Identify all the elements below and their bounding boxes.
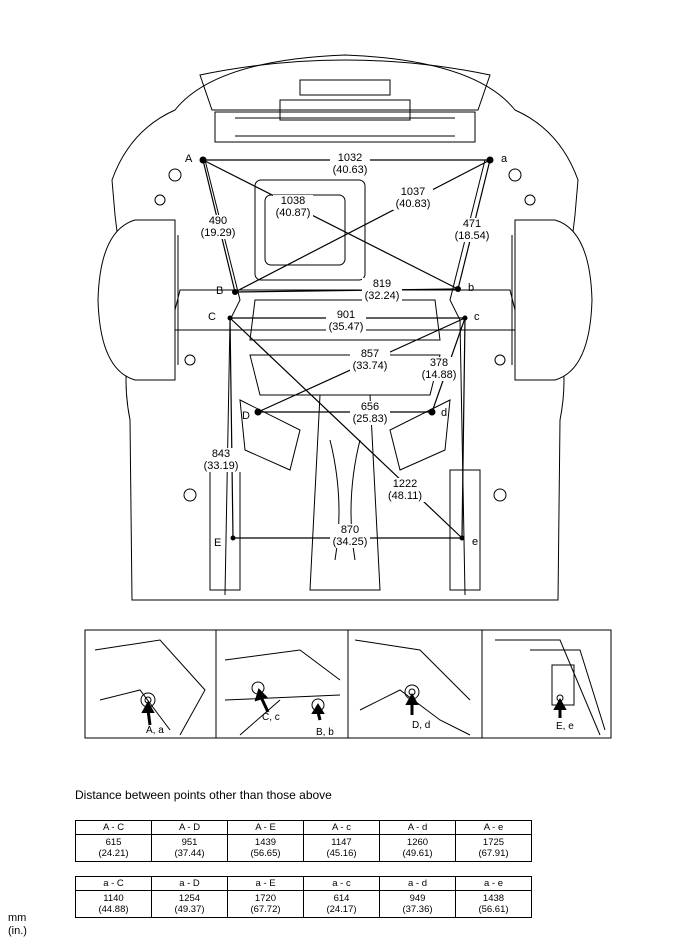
table-header-cell: a - D [151, 876, 228, 891]
unit-mm: mm [8, 912, 27, 924]
front-bumper [199, 59, 491, 111]
table-value-cell: 951(37.44) [151, 834, 228, 862]
distance-table-upper: A - C A - D A - E A - c A - d A - e 615(… [75, 820, 532, 862]
table-header-cell: a - e [455, 876, 532, 891]
table-header-cell: A - e [455, 820, 532, 835]
table-value-cell: 1725(67.91) [455, 834, 532, 862]
front-wheel-right [514, 219, 593, 381]
table-value-cell: 1140(44.88) [75, 890, 152, 918]
point-label-B: B [216, 285, 224, 297]
table-value-cell: 614(24.17) [303, 890, 380, 918]
lower-arm-right [389, 399, 451, 471]
front-wheel-left [97, 219, 176, 381]
measurement-label: 1032(40.63) [330, 152, 370, 176]
unit-in: (in.) [8, 925, 27, 937]
measurement-label: 901(35.47) [326, 309, 366, 333]
measurement-label: 378(14.88) [419, 357, 459, 381]
table-value-cell: 1254(49.37) [151, 890, 228, 918]
measurement-label: 656(25.83) [350, 401, 390, 425]
lower-arm-left [239, 399, 301, 471]
measurement-label: 1037(40.83) [393, 186, 433, 210]
point-label-a: a [501, 153, 508, 165]
point-label-e: e [472, 536, 479, 548]
measurement-label: 843(33.19) [201, 448, 241, 472]
table-header-cell: A - D [151, 820, 228, 835]
table-value-cell: 949(37.36) [379, 890, 456, 918]
table-header-cell: A - C [75, 820, 152, 835]
point-label-D: D [242, 410, 250, 422]
measurement-label: 857(33.74) [350, 348, 390, 372]
table-header-cell: A - c [303, 820, 380, 835]
table-header-cell: A - E [227, 820, 304, 835]
measurement-label: 471(18.54) [452, 218, 492, 242]
unit-legend: mm (in.) [8, 912, 27, 938]
point-label-c: c [474, 311, 480, 323]
table-value-cell: 1720(67.72) [227, 890, 304, 918]
point-label-A: A [185, 153, 193, 165]
distance-table-lower: a - C a - D a - E a - c a - d a - e 1140… [75, 876, 532, 918]
table-value-cell: 615(24.21) [75, 834, 152, 862]
point-label-C: C [208, 311, 216, 323]
table-value-cell: 1438(56.61) [455, 890, 532, 918]
radiator-support [214, 111, 476, 143]
inset-caption: E, e [556, 721, 574, 732]
exhaust-tunnel [309, 394, 381, 591]
table-value-cell: 1147(45.16) [303, 834, 380, 862]
table-header-cell: a - C [75, 876, 152, 891]
table-header-cell: a - d [379, 876, 456, 891]
table-value-cell: 1439(56.65) [227, 834, 304, 862]
measurement-label: 1038(40.87) [273, 195, 313, 219]
table-header-cell: a - c [303, 876, 380, 891]
measurement-label: 490(19.29) [198, 215, 238, 239]
table-value-cell: 1260(49.61) [379, 834, 456, 862]
table-header-cell: a - E [227, 876, 304, 891]
point-label-E: E [214, 537, 222, 549]
inset-caption: C, c [262, 712, 280, 723]
oil-pan [254, 179, 366, 281]
table-caption: Distance between points other than those… [75, 788, 332, 802]
measurement-label: 1222(48.11) [385, 478, 425, 502]
measurement-label: 819(32.24) [362, 278, 402, 302]
point-label-b: b [468, 282, 475, 294]
measurement-label: 870(34.25) [330, 524, 370, 548]
point-label-d: d [441, 407, 448, 419]
table-header-cell: A - d [379, 820, 456, 835]
inset-caption: B, b [316, 727, 334, 738]
inset-caption: D, d [412, 720, 431, 731]
inset-caption: A, a [146, 725, 164, 736]
